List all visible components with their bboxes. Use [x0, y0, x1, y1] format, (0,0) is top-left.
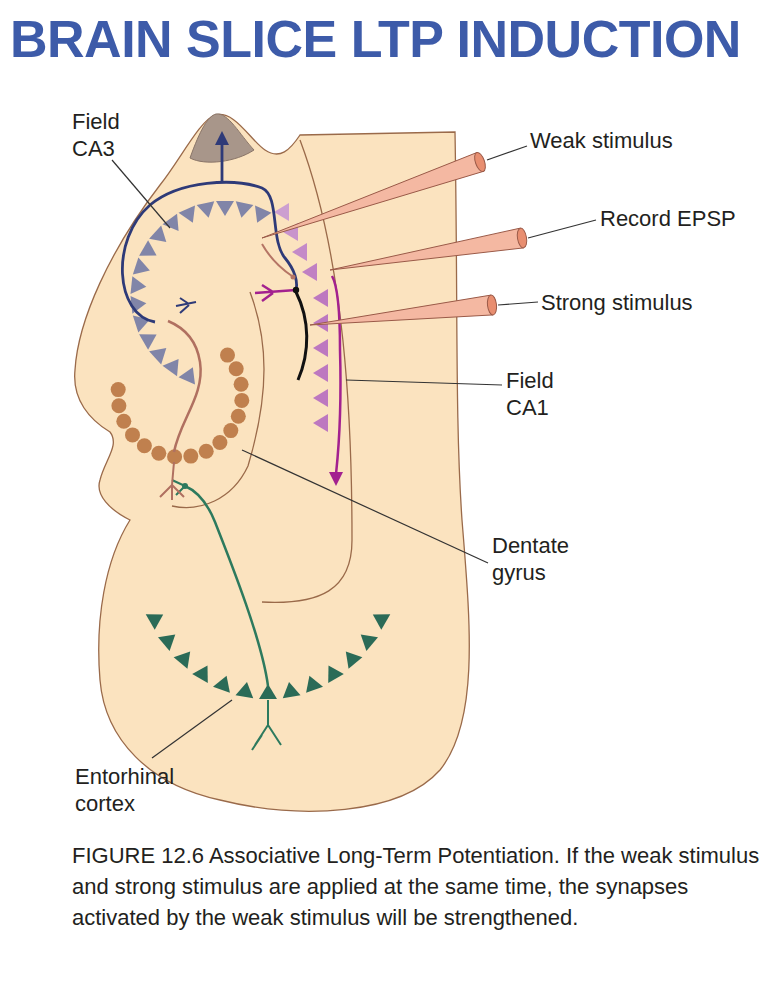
ca3-cell [130, 294, 147, 313]
entorhinal-cell [174, 646, 197, 669]
granule-cell [223, 423, 238, 438]
entorhinal-cell [213, 673, 235, 693]
leader-line [346, 380, 502, 385]
electrode-opening [472, 151, 487, 173]
part-label: Field CA3 [72, 108, 144, 162]
perforant-terminal [182, 483, 188, 489]
ca3-cell [133, 257, 153, 279]
granule-cell [111, 382, 126, 397]
entorhinal-cell [355, 628, 378, 651]
ca1-cell [313, 389, 328, 407]
leader-line [487, 146, 527, 160]
granule-cell [199, 444, 214, 459]
entorhinal-cell [280, 680, 300, 698]
slice-tissue [75, 114, 470, 811]
entorhinal-cell [321, 661, 344, 683]
entorhinal-cell [158, 628, 181, 651]
strong-stimulus-electrode [310, 295, 493, 325]
weak-pathway-fiber [262, 244, 292, 276]
strong-pathway-fiber [255, 285, 296, 301]
ca1-cell [274, 203, 289, 221]
ca1-cell [313, 289, 328, 307]
leader-lines [112, 146, 596, 758]
ca3-cell [249, 205, 272, 226]
ca3-cell [233, 201, 254, 219]
granule-cell [234, 393, 249, 408]
ca3-cell [139, 240, 161, 263]
entorhinal-cell [235, 680, 255, 698]
ca1-arrowhead [329, 472, 343, 486]
entorhinal-cell [259, 684, 277, 699]
ca3-cell [149, 225, 172, 248]
perforant-path-axon [185, 486, 268, 686]
entorhinal-cell [339, 646, 362, 669]
granule-cell [220, 348, 235, 363]
ca3-cell [162, 354, 185, 377]
ca3-cell [179, 205, 202, 226]
granule-cell [231, 409, 246, 424]
ca3-cell [130, 276, 147, 295]
ca1-cell [313, 414, 328, 432]
ca3-cell [179, 364, 202, 385]
leader-line [498, 302, 538, 305]
part-label: Entorhinal cortex [75, 763, 203, 817]
figure-title: BRAIN SLICE LTP INDUCTION [10, 13, 741, 65]
leader-line [528, 220, 596, 238]
granule-dendrites [160, 462, 184, 500]
ca1-cell [313, 339, 328, 357]
weak-pathway-terminal [291, 275, 296, 280]
ca3-cell [197, 201, 218, 219]
ca3-cells [130, 201, 271, 385]
part-label: Strong stimulus [541, 289, 766, 316]
part-label: Weak stimulus [530, 127, 760, 154]
granule-cell [116, 414, 131, 429]
granule-cell [151, 446, 166, 461]
entorhinal-cell [192, 661, 215, 683]
synapse-dot [293, 287, 299, 293]
ca1-cell [313, 364, 328, 382]
granule-cell [229, 361, 244, 376]
ca3-cell [162, 214, 185, 237]
entorhinal-cell [146, 607, 168, 630]
granule-cell [111, 398, 126, 413]
granule-cell [234, 377, 249, 392]
ca3-output-axon [221, 142, 224, 182]
electrode-opening [516, 227, 528, 248]
part-label: Field CA1 [506, 367, 578, 421]
weak-stimulus-electrode [262, 153, 483, 238]
figure-caption: FIGURE 12.6 Associative Long-Term Potent… [72, 840, 762, 933]
leader-line [152, 700, 232, 758]
part-label: Dentate gyrus [492, 532, 597, 586]
ca3-cell [216, 201, 234, 216]
granule-cell [137, 438, 152, 453]
electrode-opening [486, 295, 497, 316]
leader-line [112, 160, 170, 228]
perforant-path-branches [172, 480, 281, 750]
entorhinal-cell [301, 673, 323, 693]
mossy-fiber [168, 321, 201, 452]
ca1-cell [292, 243, 307, 261]
granule-cell [183, 449, 198, 464]
granule-cell [212, 435, 227, 450]
ca3-cell [149, 341, 172, 364]
leader-line [242, 450, 488, 563]
hippocampal-fissure [296, 292, 307, 380]
ca3-cell [139, 327, 161, 350]
dentate-boundary [172, 292, 264, 507]
part-label: Record EPSP [600, 205, 770, 232]
granule-cells [111, 348, 250, 465]
ca3-arrowhead [215, 131, 229, 145]
record-electrode [330, 228, 524, 270]
ca1-cells [274, 203, 328, 432]
entorhinal-cell [368, 607, 390, 630]
collateral-fork [176, 298, 196, 313]
ca1-cell [302, 263, 317, 281]
ca1-axon [332, 276, 341, 474]
granule-cell [125, 427, 140, 442]
